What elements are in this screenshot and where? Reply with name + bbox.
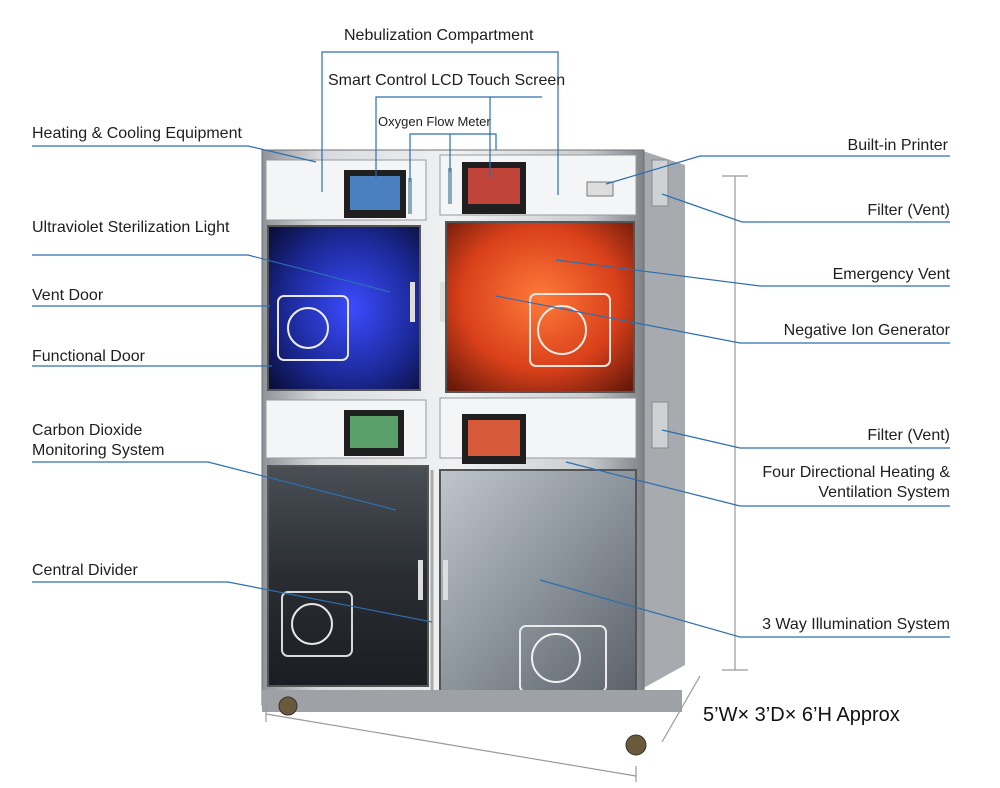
leader-filter-mid xyxy=(661,429,950,449)
upper-right-vent-door xyxy=(529,293,611,367)
label-uv-light: Ultraviolet Sterilization Light xyxy=(32,219,230,236)
top-right-lcd-display xyxy=(468,168,520,204)
label-vent-door: Vent Door xyxy=(32,287,104,304)
leader-lines xyxy=(32,51,950,638)
lower-left-handle xyxy=(418,560,423,600)
leader-illumination xyxy=(539,579,950,638)
built-in-printer xyxy=(586,181,614,197)
label-nebulization: Nebulization Compartment xyxy=(344,27,534,44)
lower-left-vent-door xyxy=(281,591,353,657)
label-heating-cooling: Heating & Cooling Equipment xyxy=(32,125,242,142)
label-ion-generator: Negative Ion Generator xyxy=(783,322,950,339)
label-illumination: 3 Way Illumination System xyxy=(762,616,950,633)
dimensions-text: 5’W× 3’D× 6’H Approx xyxy=(703,704,900,726)
leader-ion-generator xyxy=(495,295,950,344)
label-central-divider: Central Divider xyxy=(32,562,138,579)
label-printer: Built-in Printer xyxy=(847,137,948,154)
lower-right-vent-fan-icon xyxy=(531,633,581,683)
leader-co2 xyxy=(32,461,397,511)
upper-right-vent-fan-icon xyxy=(537,305,587,355)
leader-central-divider xyxy=(32,581,433,623)
leader-oxygen-left xyxy=(409,133,497,182)
lower-right-handle xyxy=(443,560,448,600)
leader-emergency-vent xyxy=(555,259,950,287)
leader-heating-cooling xyxy=(32,145,317,163)
caster-right xyxy=(625,734,647,756)
leader-four-dir xyxy=(565,461,950,507)
leader-printer xyxy=(605,155,950,185)
upper-left-handle xyxy=(410,282,415,322)
upper-left-vent-door xyxy=(277,295,349,361)
label-co2-line2: Monitoring System xyxy=(32,442,165,459)
lower-right-compartment xyxy=(439,469,637,697)
leader-filter-top xyxy=(661,193,950,223)
upper-right-handle xyxy=(440,282,445,322)
label-filter-mid: Filter (Vent) xyxy=(867,427,950,444)
label-functional-door: Functional Door xyxy=(32,348,145,365)
oxygen-meter-right xyxy=(448,168,452,204)
upper-left-compartment xyxy=(267,225,421,391)
mid-filter-vent xyxy=(651,401,669,449)
lower-left-vent-fan-icon xyxy=(291,603,333,645)
oxygen-meter-left xyxy=(408,178,412,214)
cabinet-base xyxy=(262,690,682,712)
upper-left-vent-fan-icon xyxy=(287,307,329,349)
label-smart-control: Smart Control LCD Touch Screen xyxy=(328,72,566,89)
label-four-dir-line1: Four Directional Heating & xyxy=(762,464,950,481)
label-four-dir-line2: Ventilation System xyxy=(818,484,950,501)
leader-smart-control-left xyxy=(375,96,542,178)
label-emergency-vent: Emergency Vent xyxy=(832,266,950,283)
width-dimension-line xyxy=(265,713,637,777)
label-co2-line1: Carbon Dioxide xyxy=(32,422,143,439)
leader-nebulization xyxy=(321,51,559,195)
caster-left xyxy=(278,696,298,716)
label-filter-top: Filter (Vent) xyxy=(867,202,950,219)
label-oxygen-flow: Oxygen Flow Meter xyxy=(378,114,491,129)
upper-right-compartment xyxy=(445,221,635,393)
depth-dimension-line xyxy=(661,675,701,743)
lower-left-compartment xyxy=(267,465,429,687)
mid-left-lcd-display xyxy=(350,416,398,448)
top-filter-vent xyxy=(651,159,669,207)
top-left-lcd-display xyxy=(350,176,400,210)
leader-uv-light xyxy=(32,254,391,293)
mid-right-lcd-display xyxy=(468,420,520,456)
